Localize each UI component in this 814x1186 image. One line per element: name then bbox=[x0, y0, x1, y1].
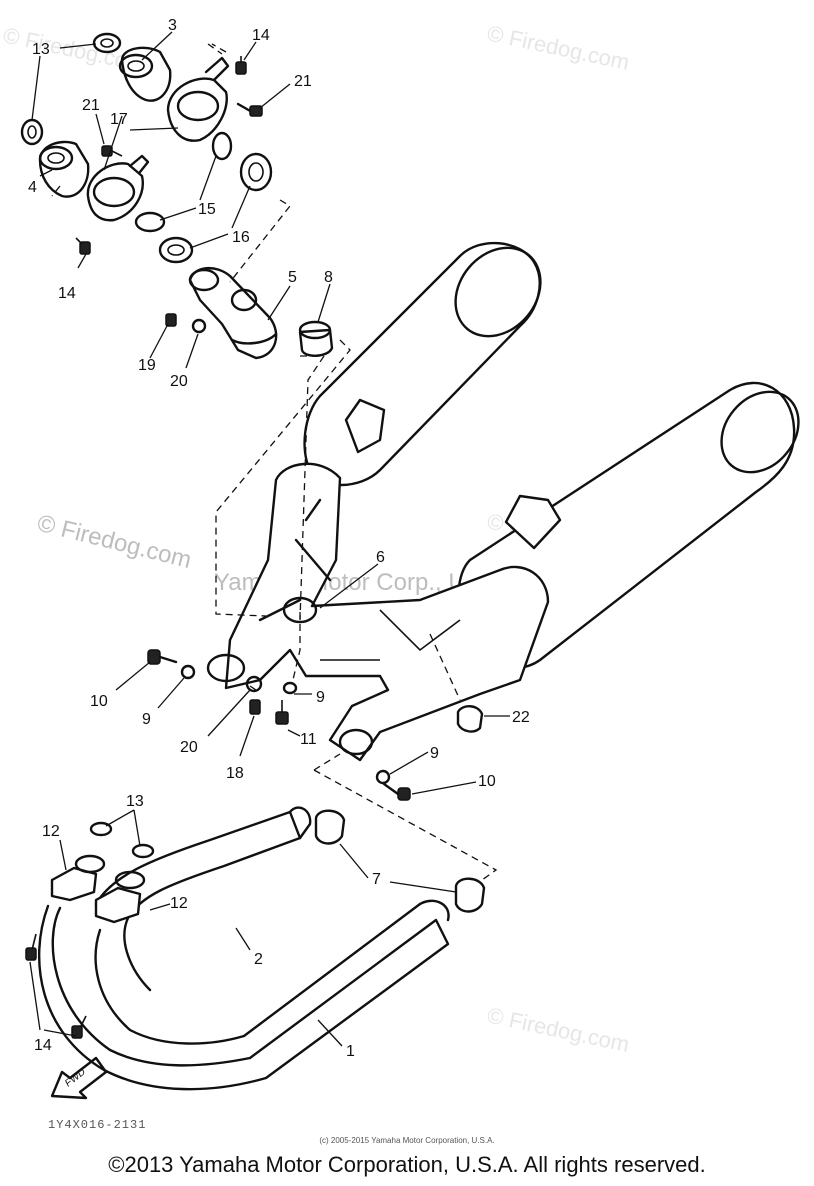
callout-4: 4 bbox=[28, 179, 37, 196]
callout-9: 9 bbox=[430, 745, 439, 762]
bolt-part-14 bbox=[71, 1015, 87, 1039]
callout-13: 13 bbox=[126, 793, 144, 810]
seal-ring bbox=[211, 131, 233, 161]
diagram-part-code: 1Y4X016-2131 bbox=[48, 1118, 147, 1132]
gasket-part-16 bbox=[239, 152, 273, 192]
bolt-part-14 bbox=[75, 237, 91, 255]
gasket-part-16 bbox=[158, 236, 194, 264]
gasket-part-13 bbox=[131, 843, 155, 859]
callout-14: 14 bbox=[34, 1037, 52, 1054]
bolt-part-10 bbox=[382, 782, 411, 801]
callout-12: 12 bbox=[170, 895, 188, 912]
joint-pipe-part-5 bbox=[188, 267, 278, 360]
callout-1: 1 bbox=[346, 1043, 355, 1060]
callout-15: 15 bbox=[198, 201, 216, 218]
callout-21: 21 bbox=[82, 97, 100, 114]
sleeve-part-7 bbox=[454, 877, 486, 913]
nut-part-11 bbox=[275, 700, 289, 725]
small-copyright-notice: (c) 2005-2015 Yamaha Motor Corporation, … bbox=[319, 1136, 495, 1145]
joint-part-3 bbox=[118, 46, 172, 102]
gasket-ring bbox=[92, 32, 122, 54]
callout-13: 13 bbox=[32, 41, 50, 58]
washer-part-9 bbox=[282, 681, 298, 695]
copyright-notice: ©2013 Yamaha Motor Corporation, U.S.A. A… bbox=[108, 1152, 706, 1177]
callout-10: 10 bbox=[478, 773, 496, 790]
callout-10: 10 bbox=[90, 693, 108, 710]
callout-16: 16 bbox=[232, 229, 250, 246]
gasket-part-13 bbox=[89, 821, 113, 837]
clamp-part-17 bbox=[166, 56, 230, 142]
bolt-part-21 bbox=[236, 102, 263, 117]
bolt-part-14 bbox=[235, 56, 247, 75]
callout-18: 18 bbox=[226, 765, 244, 782]
chamber-part-6 bbox=[206, 462, 550, 762]
callout-20: 20 bbox=[170, 373, 188, 390]
exhaust-pipe-part-1 bbox=[38, 899, 450, 1091]
gasket-ring bbox=[20, 118, 44, 146]
callout-19: 19 bbox=[138, 357, 156, 374]
muffler-upper bbox=[303, 241, 542, 487]
callout-14: 14 bbox=[58, 285, 76, 302]
callout-14: 14 bbox=[252, 27, 270, 44]
fwd-label: FWD bbox=[63, 1067, 88, 1090]
watermark: © Firedog.com bbox=[485, 1002, 632, 1057]
callout-12: 12 bbox=[42, 823, 60, 840]
watermark: © Firedog.com bbox=[485, 20, 632, 75]
joint-part-4 bbox=[38, 140, 90, 198]
fwd-arrow-icon: FWD bbox=[50, 1056, 108, 1100]
callout-17: 17 bbox=[110, 111, 128, 128]
bolt-part-14 bbox=[25, 933, 37, 961]
bolt-part-18 bbox=[249, 699, 261, 715]
callout-5: 5 bbox=[288, 269, 297, 286]
callout-9: 9 bbox=[316, 689, 325, 706]
cap-part-22 bbox=[456, 705, 484, 733]
washer-part-9 bbox=[375, 769, 391, 785]
callout-7: 7 bbox=[372, 871, 381, 888]
callout-2: 2 bbox=[254, 951, 263, 968]
flange-part-12 bbox=[50, 854, 106, 902]
seal-ring bbox=[134, 211, 166, 233]
watermark: © Firedog.com bbox=[35, 510, 195, 574]
sleeve-part-8 bbox=[298, 320, 334, 357]
callout-22: 22 bbox=[512, 709, 530, 726]
callout-20: 20 bbox=[180, 739, 198, 756]
washer-part-9 bbox=[180, 664, 196, 680]
clamp-part-17 bbox=[86, 154, 150, 222]
bolt-part-10 bbox=[147, 649, 178, 665]
exhaust-pipe-part-2 bbox=[94, 806, 312, 992]
callout-21: 21 bbox=[294, 73, 312, 90]
washer-part-20 bbox=[191, 318, 207, 334]
sleeve-part-7 bbox=[314, 809, 346, 845]
leader-lines bbox=[29, 31, 510, 1047]
washer-part-20 bbox=[245, 675, 263, 693]
callout-9: 9 bbox=[142, 711, 151, 728]
bolt-part-19 bbox=[165, 313, 177, 327]
callout-11: 11 bbox=[300, 731, 317, 748]
callout-6: 6 bbox=[376, 549, 385, 566]
flange-part-12 bbox=[94, 870, 146, 924]
callout-8: 8 bbox=[324, 269, 333, 286]
callout-3: 3 bbox=[168, 17, 177, 34]
